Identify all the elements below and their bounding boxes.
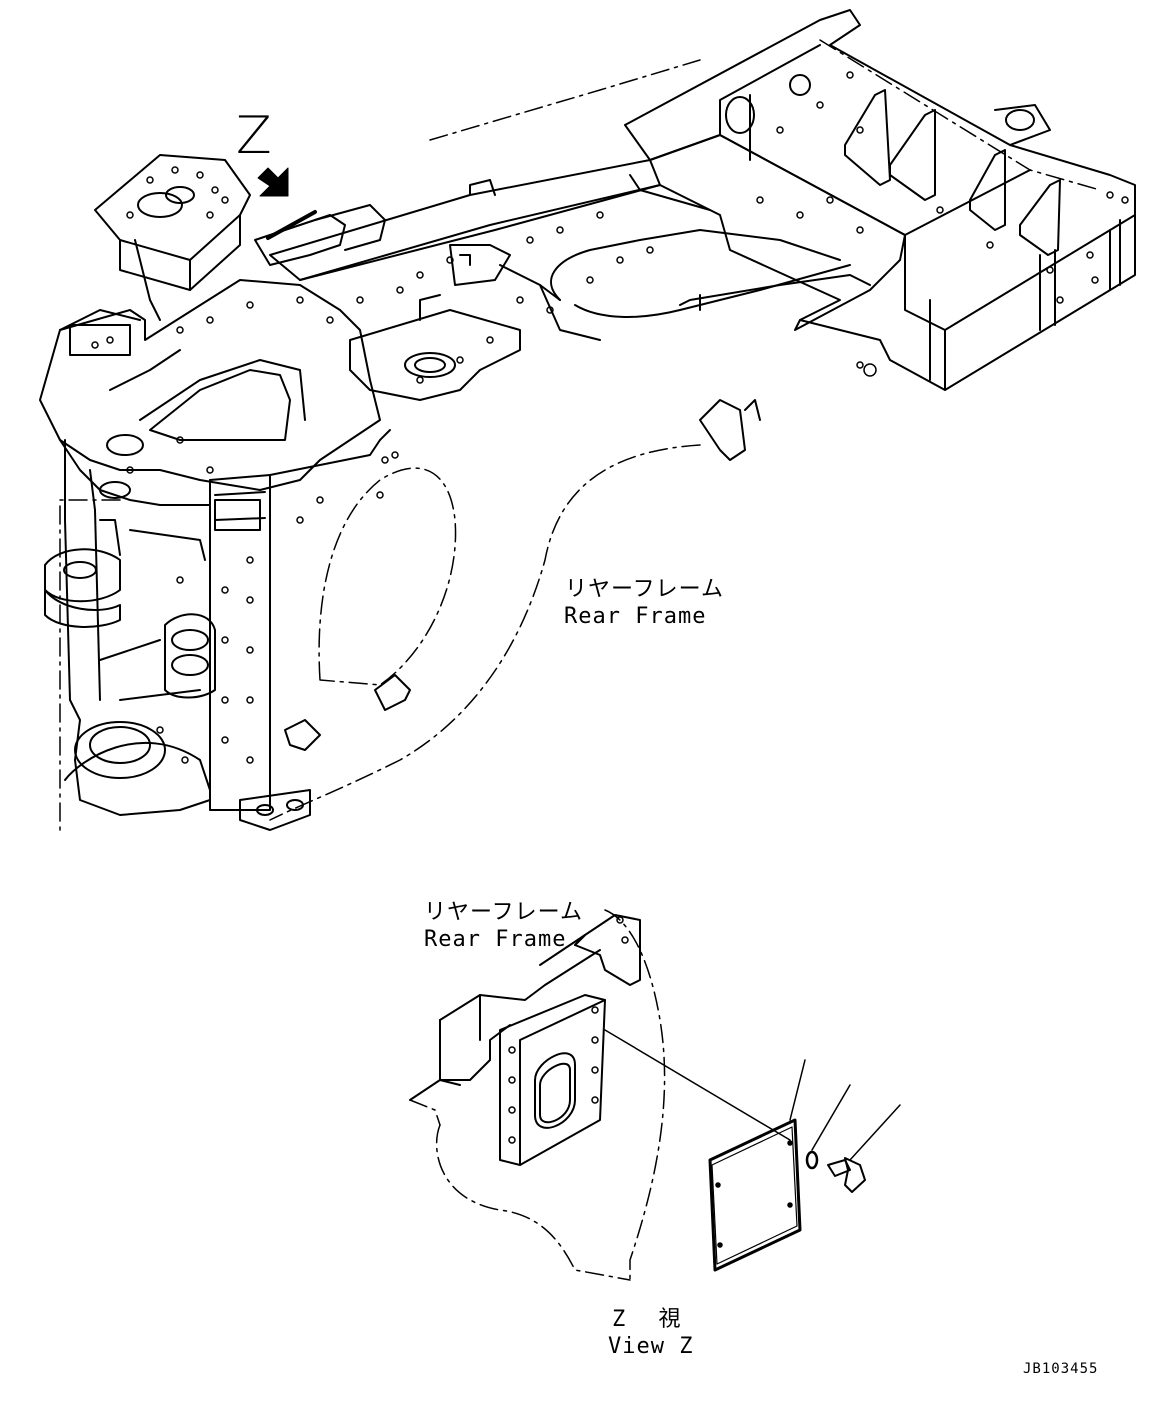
view-marker-z: Z bbox=[236, 106, 272, 166]
rear-frame-label-jp: リヤーフレーム bbox=[565, 577, 725, 602]
view-z-label-en: View Z bbox=[608, 1334, 694, 1359]
rear-frame-assembly bbox=[39, 9, 1136, 831]
view-z-detail bbox=[409, 909, 901, 1281]
view-z-label-jp: Z 視 bbox=[612, 1307, 682, 1332]
drawing-number: JB103455 bbox=[1023, 1361, 1099, 1377]
detail-rear-frame-label-jp: リヤーフレーム bbox=[424, 900, 584, 925]
rear-frame-label-en: Rear Frame bbox=[564, 604, 707, 629]
view-z-arrow bbox=[257, 167, 289, 197]
detail-rear-frame-label-en: Rear Frame bbox=[424, 927, 567, 952]
